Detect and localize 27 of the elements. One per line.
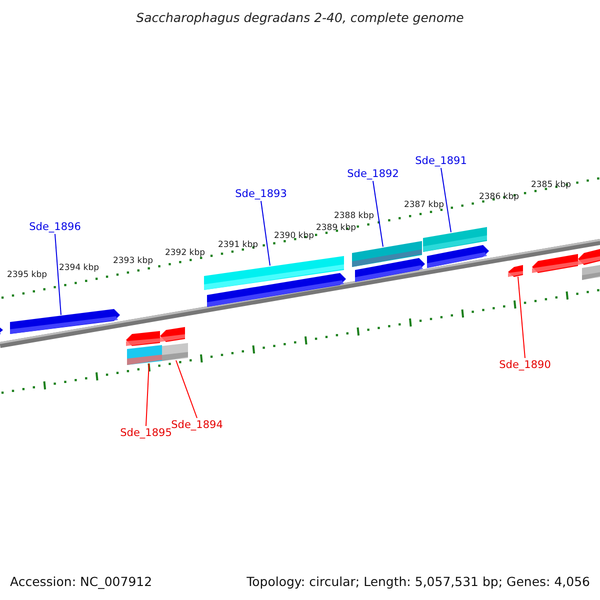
leader-line bbox=[176, 360, 198, 418]
gene-label: Sde_1891 bbox=[415, 156, 467, 166]
leader-line bbox=[440, 168, 452, 233]
gene-label: Sde_1890 bbox=[499, 360, 551, 370]
leader-line bbox=[146, 362, 150, 426]
gene-bar bbox=[127, 345, 162, 365]
gene-label: Sde_1895 bbox=[120, 428, 172, 438]
gene-label: Sde_1896 bbox=[29, 222, 81, 232]
scale-label: 2388 kbp bbox=[334, 212, 374, 220]
leader-line bbox=[372, 180, 384, 248]
gene-label: Sde_1893 bbox=[235, 188, 287, 200]
gene-label: Sde_1894 bbox=[171, 420, 223, 430]
scale-label: 2385 kbp bbox=[530, 180, 572, 190]
gene-marker bbox=[10, 309, 120, 334]
scale-label: 2393 kbp bbox=[112, 256, 154, 266]
scale-label: 2394 kbp bbox=[58, 264, 100, 272]
leader-line bbox=[518, 276, 526, 358]
scale-label: 2392 kbp bbox=[164, 248, 206, 258]
genome-info-text: Topology: circular; Length: 5,057,531 bp; Genes: 4,056 bbox=[246, 574, 590, 589]
gene-label: Sde_1892 bbox=[347, 168, 399, 180]
gene-bar bbox=[162, 343, 188, 361]
gene-marker bbox=[508, 265, 523, 277]
leader-line bbox=[260, 200, 270, 266]
accession-text: Accession: NC_007912 bbox=[10, 574, 152, 589]
leader-line bbox=[54, 234, 62, 316]
title: Saccharophagus degradans 2-40, complete genome bbox=[136, 12, 464, 24]
scale-label: 2387 kbp bbox=[404, 200, 444, 210]
